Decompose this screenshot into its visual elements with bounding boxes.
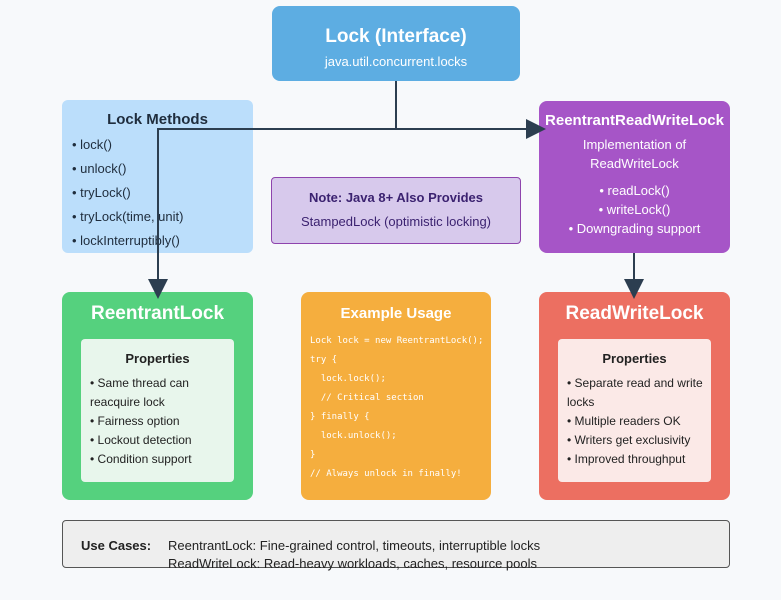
note-box: Note: Java 8+ Also Provides StampedLock … [271,177,521,244]
code-line: } [310,450,316,460]
reentrant-properties-panel: Properties • Same thread can reacquire l… [81,339,234,482]
lock-interface-box: Lock (Interface) java.util.concurrent.lo… [272,6,520,81]
read-write-lock-title: ReadWriteLock [565,303,704,324]
rrwl-item: • Downgrading support [568,221,701,236]
lock-interface-title: Lock (Interface) [325,26,467,47]
property-item: • Fairness option [90,414,180,428]
code-line: lock.lock(); [310,374,386,384]
example-usage-box: Example Usage Lock lock = new ReentrantL… [301,292,491,500]
example-usage-title: Example Usage [340,305,452,322]
reentrant-lock-title: ReentrantLock [90,303,225,324]
property-item: • Separate read and write locks [567,376,703,409]
property-item: • Lockout detection [90,433,192,447]
method-item: • unlock() [72,161,127,176]
use-cases-label: Use Cases: [81,538,152,553]
reentrant-properties-heading: Properties [125,351,190,366]
note-heading: Note: Java 8+ Also Provides [308,190,483,205]
code-line: // Always unlock in finally! [310,469,462,479]
rrwl-item: • writeLock() [598,202,671,217]
method-item: • lock() [72,137,112,152]
lock-methods-box: Lock Methods • lock() • unlock() • tryLo… [62,100,253,253]
note-text: StampedLock (optimistic locking) [300,214,492,229]
code-line: } finally { [310,412,370,422]
use-case-line: ReadWriteLock: Read-heavy workloads, cac… [168,556,537,571]
rwl-properties-heading: Properties [602,351,667,366]
lock-interface-package: java.util.concurrent.locks [324,54,468,69]
read-write-lock-box: ReadWriteLock Properties • Separate read… [539,292,730,500]
rwl-properties-panel: Properties • Separate read and write loc… [558,339,711,482]
property-item: • Multiple readers OK [567,414,681,428]
property-item: • Same thread can reacquire lock [90,376,189,409]
code-line: // Critical section [310,393,424,403]
code-line: try { [310,355,338,365]
property-item: • Condition support [90,452,192,466]
rrwl-desc-line1: Implementation of [582,137,687,152]
method-item: • lockInterruptibly() [72,233,180,248]
connector-to-reentrant-lock [148,128,396,299]
method-item: • tryLock(time, unit) [72,209,184,224]
code-line: lock.unlock(); [310,431,397,441]
reentrant-read-write-lock-box: ReentrantReadWriteLock Implementation of… [539,101,730,253]
use-cases-box: Use Cases: ReentrantLock: Fine-grained c… [62,520,730,571]
rrwl-item: • readLock() [599,183,670,198]
use-case-line: ReentrantLock: Fine-grained control, tim… [168,538,541,553]
method-item: • tryLock() [72,185,131,200]
reentrant-lock-box: ReentrantLock Properties • Same thread c… [62,292,253,500]
code-line: Lock lock = new ReentrantLock(); [310,336,484,346]
lock-methods-heading: Lock Methods [107,111,208,128]
rrwl-title: ReentrantReadWriteLock [545,112,724,129]
code-block: Lock lock = new ReentrantLock(); try { l… [310,332,491,484]
rrwl-desc-line2: ReadWriteLock [590,156,679,171]
property-item: • Writers get exclusivity [567,433,691,447]
property-item: • Improved throughput [567,452,686,466]
